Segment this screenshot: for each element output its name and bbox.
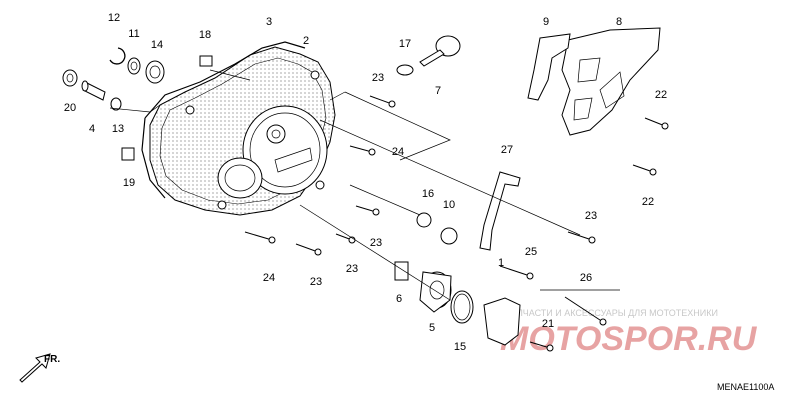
- label-24-a: 24: [392, 146, 404, 158]
- filter-spring: [394, 261, 409, 281]
- label-7: 7: [435, 85, 441, 97]
- o-ring: [110, 97, 122, 111]
- label-14: 14: [151, 39, 163, 51]
- label-18: 18: [199, 29, 211, 41]
- circlip: [109, 47, 126, 65]
- label-27: 27: [501, 144, 513, 156]
- drain-washer: [416, 212, 432, 228]
- label-5: 5: [429, 322, 435, 334]
- filler-o-ring: [396, 64, 414, 76]
- label-19: 19: [123, 177, 135, 189]
- label-11: 11: [128, 28, 139, 40]
- oil-filter: [394, 261, 452, 313]
- dowel-pin: [121, 147, 135, 161]
- label-23-b: 23: [370, 237, 382, 249]
- label-15: 15: [454, 341, 466, 353]
- label-23-e: 23: [585, 210, 597, 222]
- watermark-logo: MOTOSPOR.RU: [500, 320, 758, 358]
- label-3: 3: [266, 16, 272, 28]
- label-8: 8: [616, 16, 622, 28]
- oil-filter-cover: [483, 297, 521, 346]
- label-25: 25: [525, 246, 537, 258]
- label-20: 20: [64, 102, 76, 114]
- label-26: 26: [580, 272, 592, 284]
- bolts: [244, 95, 669, 352]
- label-17: 17: [399, 38, 411, 50]
- label-16: 16: [422, 188, 434, 200]
- label-24-b: 24: [263, 272, 275, 284]
- bracket: [479, 171, 521, 251]
- left-small-parts: [62, 47, 213, 161]
- dowel-pin-upper: [199, 55, 213, 67]
- sprocket-cover-plate: [527, 33, 571, 101]
- watermark: ЗАПЧАСТИ И АКСЕССУАРЫ ДЛЯ МОТОТЕХНИКИ MO…: [500, 308, 758, 358]
- label-2: 2: [303, 35, 309, 47]
- label-23-d: 23: [310, 276, 322, 288]
- washer: [127, 57, 141, 75]
- label-6: 6: [396, 293, 402, 305]
- part-labels: 12 11 14 18 3 2 20 4 13 19 17 7 23 24 9 …: [64, 12, 667, 353]
- label-1: 1: [498, 257, 504, 269]
- diagram-code: MENAE1100A: [717, 382, 774, 392]
- front-arrow-icon: [19, 353, 51, 383]
- front-label: FR.: [44, 354, 60, 365]
- oil-seal: [62, 69, 78, 87]
- front-direction-marker: FR.: [19, 353, 60, 383]
- label-13: 13: [112, 123, 124, 135]
- sprocket-cover: [527, 27, 661, 136]
- gasket: [141, 41, 306, 199]
- label-23-c: 23: [346, 263, 358, 275]
- label-4: 4: [89, 123, 95, 135]
- label-12: 12: [108, 12, 120, 24]
- label-21: 21: [542, 318, 554, 330]
- filter-cover-o-ring: [450, 290, 474, 324]
- oil-filler-cap: [396, 35, 461, 76]
- label-23-a: 23: [372, 72, 384, 84]
- crankcase-cover: [149, 46, 336, 216]
- drain-bolt: [440, 227, 458, 245]
- label-22-b: 22: [642, 196, 654, 208]
- watermark-tagline: ЗАПЧАСТИ И АКСЕССУАРЫ ДЛЯ МОТОТЕХНИКИ: [505, 308, 718, 318]
- label-10: 10: [443, 199, 455, 211]
- leader-lines: [109, 69, 620, 301]
- label-9: 9: [543, 16, 549, 28]
- label-22-a: 22: [655, 89, 667, 101]
- bearing: [145, 60, 165, 84]
